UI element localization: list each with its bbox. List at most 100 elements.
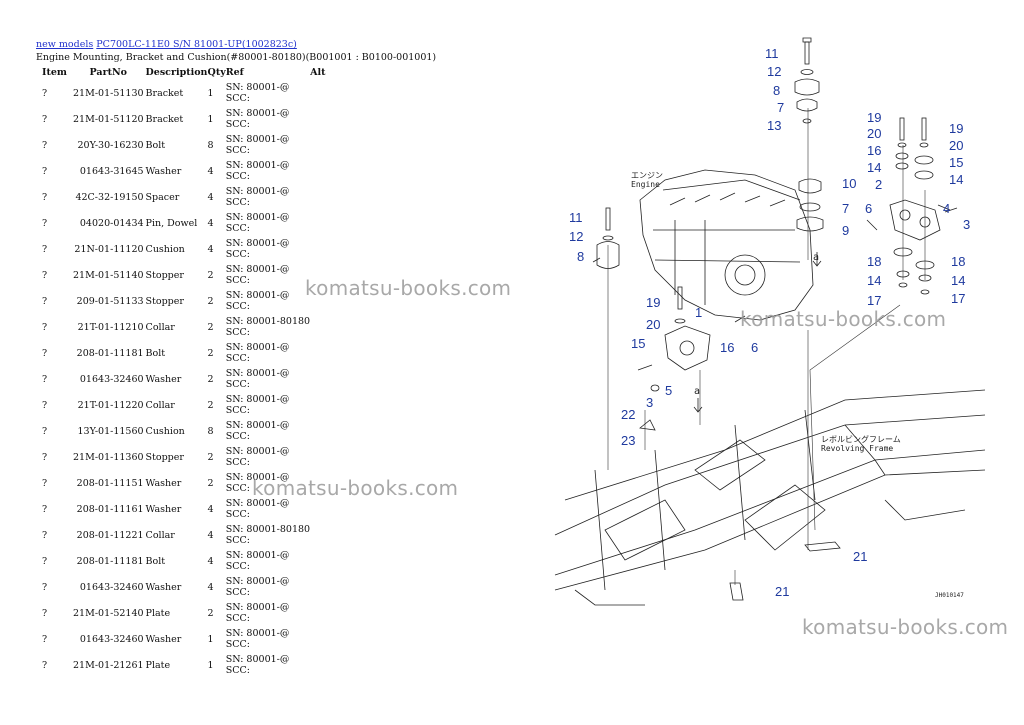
header-description: Description xyxy=(145,67,208,78)
parts-table: Item PartNo Description Qty Ref Alt ?21M… xyxy=(36,66,340,678)
alt-cell xyxy=(310,340,340,366)
ref-scc: SCC: xyxy=(225,639,250,650)
left-cushion-stack xyxy=(592,207,620,269)
ref-cell: SN: 80001-@SCC: xyxy=(226,340,310,366)
engine-label: Engine xyxy=(631,180,660,189)
alt-cell xyxy=(310,418,340,444)
item-cell: ? xyxy=(42,451,48,463)
qty-cell: 4 xyxy=(207,217,214,229)
qty-cell: 2 xyxy=(207,477,214,489)
ref-serial: SN: 80001-@ xyxy=(225,212,290,223)
frame-label: Revolving Frame xyxy=(821,444,893,453)
ref-cell: SN: 80001-@SCC: xyxy=(226,652,310,678)
alt-cell xyxy=(310,574,340,600)
qty-cell: 4 xyxy=(207,243,214,255)
breadcrumb-link-model[interactable]: PC700LC-11E0 S/N 81001-UP(1002823c) xyxy=(96,39,297,50)
ref-serial: SN: 80001-@ xyxy=(225,654,290,665)
ref-a: a xyxy=(813,252,819,263)
ref-scc: SCC: xyxy=(225,405,250,416)
callout-16: 16 xyxy=(867,143,881,158)
item-cell: ? xyxy=(42,399,48,411)
partno-cell: 13Y-01-11560 xyxy=(77,425,144,437)
partno-cell: 21T-01-11220 xyxy=(77,399,144,411)
ref-scc: SCC: xyxy=(225,301,250,312)
item-cell: ? xyxy=(42,139,48,151)
description-cell: Stopper xyxy=(145,269,184,281)
alt-cell xyxy=(310,548,340,574)
header-qty: Qty xyxy=(207,67,226,78)
ref-scc: SCC: xyxy=(225,249,250,260)
partno-cell: 01643-32460 xyxy=(79,373,144,385)
ref-serial: SN: 80001-@ xyxy=(225,134,290,145)
ref-cell: SN: 80001-@SCC: xyxy=(226,392,310,418)
exploded-parts-diagram: 11 12 8 7 13 19 20 16 14 19 20 15 14 10 … xyxy=(554,37,986,606)
partno-cell: 01643-31645 xyxy=(79,165,144,177)
page-subtitle: Engine Mounting, Bracket and Cushion(#80… xyxy=(36,52,437,63)
callout-2: 2 xyxy=(875,177,882,192)
right-bracket-assembly xyxy=(866,117,958,295)
qty-cell: 2 xyxy=(207,607,214,619)
callout-14: 14 xyxy=(867,160,881,175)
callout-4: 4 xyxy=(943,201,950,216)
callout-12: 12 xyxy=(767,64,781,79)
ref-scc: SCC: xyxy=(225,275,250,286)
description-cell: Bracket xyxy=(145,87,184,99)
ref-scc: SCC: xyxy=(225,93,250,104)
item-cell: ? xyxy=(42,607,48,619)
alt-cell xyxy=(310,444,340,470)
partno-cell: 21M-01-51140 xyxy=(73,269,144,281)
ref-scc: SCC: xyxy=(225,483,250,494)
header-partno: PartNo xyxy=(89,67,127,78)
qty-cell: 2 xyxy=(207,399,214,411)
ref-cell: SN: 80001-@SCC: xyxy=(226,210,310,236)
partno-cell: 21M-01-51120 xyxy=(73,113,144,125)
callout-22: 22 xyxy=(621,407,635,422)
breadcrumb: new models PC700LC-11E0 S/N 81001-UP(100… xyxy=(36,39,297,50)
callout-20: 20 xyxy=(646,317,660,332)
callout-16: 16 xyxy=(720,340,734,355)
ref-scc: SCC: xyxy=(225,613,250,624)
description-cell: Cushion xyxy=(145,425,185,437)
qty-cell: 8 xyxy=(207,139,214,151)
ref-scc: SCC: xyxy=(225,561,250,572)
ref-scc: SCC: xyxy=(225,327,250,338)
ref-cell: SN: 80001-@SCC: xyxy=(226,548,310,574)
center-cushion-stack xyxy=(796,178,824,232)
ref-serial: SN: 80001-@ xyxy=(225,238,290,249)
ref-cell: SN: 80001-@SCC: xyxy=(226,444,310,470)
qty-cell: 8 xyxy=(207,425,214,437)
ref-scc: SCC: xyxy=(225,431,250,442)
ref-scc: SCC: xyxy=(225,457,250,468)
callout-14: 14 xyxy=(951,273,965,288)
ref-serial: SN: 80001-80180 xyxy=(225,524,311,535)
breadcrumb-link-new-models[interactable]: new models xyxy=(36,39,94,50)
ref-a: a xyxy=(694,386,700,397)
partno-cell: 209-01-51133 xyxy=(76,295,144,307)
callout-11: 11 xyxy=(765,46,779,61)
ref-cell: SN: 80001-@SCC: xyxy=(226,600,310,626)
ref-cell: SN: 80001-@SCC: xyxy=(226,626,310,652)
qty-cell: 1 xyxy=(207,659,214,671)
alt-cell xyxy=(310,600,340,626)
ref-scc: SCC: xyxy=(225,379,250,390)
callout-14: 14 xyxy=(867,273,881,288)
item-cell: ? xyxy=(42,425,48,437)
item-cell: ? xyxy=(42,659,48,671)
callout-15: 15 xyxy=(631,336,645,351)
center-mount-assembly xyxy=(637,286,746,431)
alt-cell xyxy=(310,522,340,548)
description-cell: Washer xyxy=(145,633,182,645)
description-cell: Bracket xyxy=(145,113,184,125)
callout-21: 21 xyxy=(775,584,789,599)
callout-17: 17 xyxy=(867,293,881,308)
callout-18: 18 xyxy=(867,254,881,269)
callout-19: 19 xyxy=(646,295,660,310)
